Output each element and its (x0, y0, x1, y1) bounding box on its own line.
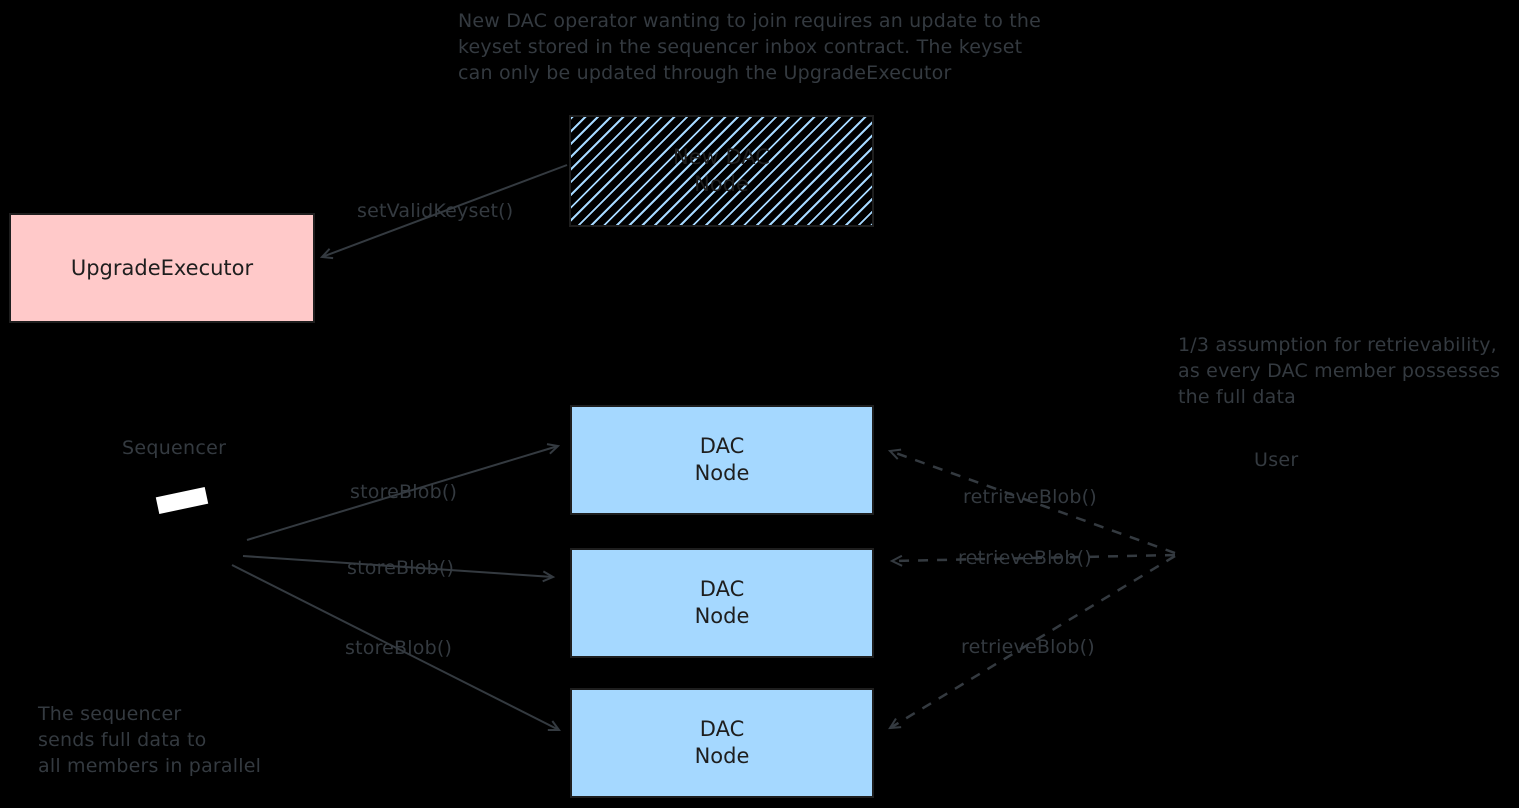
retrieve-blob-edge-label-2: retrieveBlob() (958, 547, 1092, 569)
retrieve-blob-arrow-2 (889, 553, 1176, 567)
new-dac-node-label: New DAC Node (673, 145, 770, 196)
retrievability-note: 1/3 assumption for retrievability, as ev… (1178, 334, 1501, 408)
sequencer-label: Sequencer (122, 437, 227, 459)
store-blob-edge-label-2: storeBlob() (347, 557, 455, 579)
parallel-send-note: The sequencer sends full data to all mem… (38, 703, 262, 777)
store-blob-arrow-2 (242, 555, 556, 583)
retrieve-blob-edge-label-1: retrieveBlob() (963, 486, 1097, 508)
retrieve-blob-edge-label-3: retrieveBlob() (961, 636, 1095, 658)
store-blob-edge-label-1: storeBlob() (350, 481, 458, 503)
store-blob-arrow-3 (231, 564, 561, 732)
top-note-keyset-update: New DAC operator wanting to join require… (458, 10, 1042, 84)
dac-node-box-2: DAC Node (570, 548, 874, 658)
set-valid-keyset-edge-label: setValidKeyset() (357, 200, 514, 222)
upgrade-executor-label: UpgradeExecutor (70, 255, 254, 280)
dac-node-box-3: DAC Node (570, 688, 874, 798)
store-blob-edge-label-3: storeBlob() (345, 637, 453, 659)
new-dac-node-box: New DAC Node (569, 115, 874, 227)
set-valid-keyset-arrow (319, 164, 568, 260)
upgrade-executor-box: UpgradeExecutor (9, 213, 315, 323)
dac-node-label: DAC Node (694, 577, 750, 628)
user-label: User (1254, 449, 1299, 471)
dac-node-box-1: DAC Node (570, 405, 874, 515)
retrieve-blob-arrow-1 (887, 448, 1176, 555)
store-blob-arrow-1 (246, 443, 561, 541)
dac-node-label: DAC Node (694, 434, 750, 485)
dac-node-label: DAC Node (694, 717, 750, 768)
